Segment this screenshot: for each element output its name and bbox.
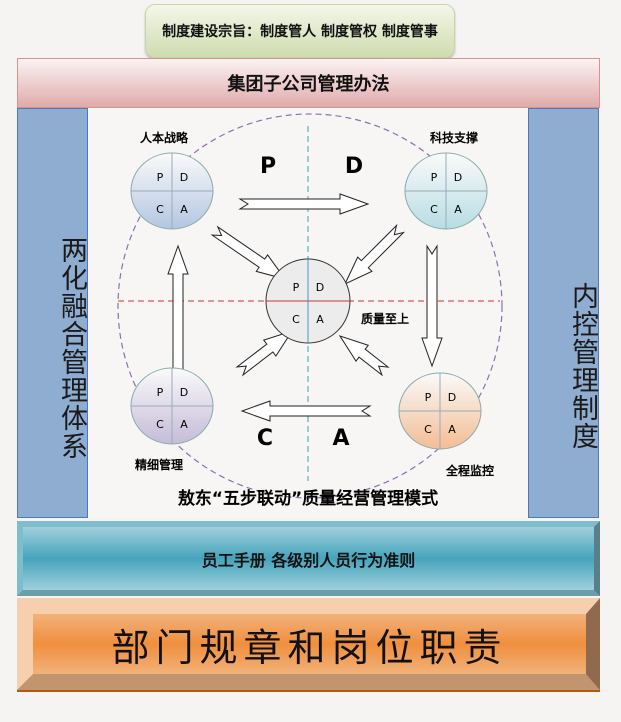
- right-column-control: 内控管理制度: [528, 108, 599, 518]
- quadrant-label-c: C: [292, 313, 300, 326]
- pdca-node: P D C A 人本战略: [130, 130, 214, 230]
- quadrant-label-a: A: [454, 203, 462, 216]
- flow-arrow: [210, 225, 287, 280]
- flow-arrow: [338, 335, 390, 377]
- quadrant-label-p: P: [431, 171, 438, 184]
- outer-cycle-circle: [117, 113, 503, 499]
- left-column-system: 两化融合管理体系: [17, 108, 88, 518]
- motto-banner: 制度建设宗旨：制度管人 制度管权 制度管事: [145, 4, 455, 58]
- pdca-node: P D C A 科技支撑: [404, 130, 488, 230]
- group-rules-bar: 集团子公司管理办法: [17, 58, 600, 108]
- pdca-node: P D C A 全程监控: [398, 372, 494, 478]
- quadrant-label-c: C: [156, 203, 164, 216]
- quadrant-label-p: P: [293, 281, 300, 294]
- pdca-model-panel: P D C A 人本战略 P D C A 科技支撑 P D C A 精细管理 P D C A 全程监控 P D C A 质量至上…: [88, 108, 528, 518]
- quadrant-label-d: D: [448, 391, 456, 404]
- department-rules-bar: 部门规章和岗位职责: [17, 598, 600, 690]
- quadrant-label-d: D: [180, 171, 188, 184]
- quadrant-label-d: D: [316, 281, 324, 294]
- quadrant-label-p: P: [157, 171, 164, 184]
- node-label: 质量至上: [361, 311, 409, 326]
- node-label: 科技支撑: [430, 130, 478, 145]
- model-title: 敖东“五步联动”质量经营管理模式: [178, 488, 438, 509]
- node-label: 精细管理: [135, 457, 183, 472]
- quadrant-label-a: A: [448, 423, 456, 436]
- pdca-node: P D C A 精细管理: [130, 367, 214, 472]
- flow-arrow: [240, 400, 372, 422]
- flow-arrow: [343, 223, 406, 286]
- flow-arrow: [235, 330, 294, 377]
- quadrant-label-c: C: [424, 423, 432, 436]
- node-label: 全程监控: [445, 463, 494, 478]
- quadrant-label-a: A: [316, 313, 324, 326]
- quadrant-label-c: C: [156, 418, 164, 431]
- flow-arrow: [421, 244, 443, 368]
- node-label: 人本战略: [140, 130, 189, 145]
- phase-d: D: [345, 154, 363, 179]
- quadrant-label-c: C: [430, 203, 438, 216]
- quadrant-label-a: A: [180, 203, 188, 216]
- phase-p: P: [260, 154, 276, 179]
- quadrant-label-p: P: [157, 386, 164, 399]
- phase-c: C: [257, 426, 273, 451]
- quadrant-label-p: P: [425, 391, 432, 404]
- quadrant-label-d: D: [454, 171, 462, 184]
- quadrant-label-a: A: [180, 418, 188, 431]
- phase-a: A: [332, 426, 349, 451]
- staff-handbook-bar: 员工手册 各级别人员行为准则: [17, 521, 600, 596]
- pdca-diagram: P D C A 人本战略 P D C A 科技支撑 P D C A 精细管理 P D C A 全程监控 P D C A 质量至上…: [117, 113, 503, 509]
- quadrant-label-d: D: [180, 386, 188, 399]
- pdca-node: P D C A 质量至上: [265, 258, 409, 344]
- flow-arrow: [238, 193, 370, 215]
